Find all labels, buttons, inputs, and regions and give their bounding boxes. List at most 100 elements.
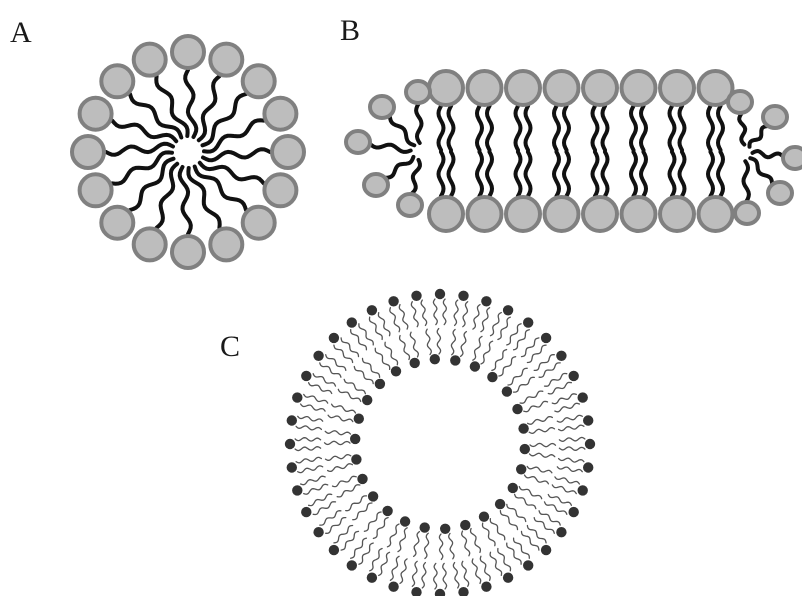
lipid-tail xyxy=(555,403,580,412)
lipid-head xyxy=(354,414,364,424)
lipid-head xyxy=(487,372,497,382)
lipid-head xyxy=(210,44,242,76)
lipid-tail xyxy=(680,152,685,196)
lipid-head xyxy=(375,379,385,389)
lipid-tail xyxy=(298,416,323,421)
lipid-tail xyxy=(412,160,420,193)
lipid-head xyxy=(406,81,430,103)
lipid-head xyxy=(357,474,367,484)
lipid-tail xyxy=(351,330,367,350)
lipid-head xyxy=(329,333,339,343)
lipid-tail xyxy=(451,330,455,355)
lipid-tail xyxy=(304,484,328,494)
lipid-tail xyxy=(157,164,178,228)
lipid-tail xyxy=(295,447,321,451)
lipid-tail xyxy=(670,152,675,196)
lipid-head xyxy=(287,462,297,472)
lipid-tail xyxy=(520,391,543,403)
lipid-head xyxy=(569,371,579,381)
lipid-head xyxy=(583,415,593,425)
lipid-tail xyxy=(530,443,556,446)
lipid-tail xyxy=(526,106,531,150)
lipid-head xyxy=(367,573,377,583)
lipid-tail xyxy=(359,324,373,345)
lipid-head xyxy=(134,228,166,260)
lipid-tail xyxy=(449,533,454,558)
lipid-tail xyxy=(453,563,459,588)
lipid-tail xyxy=(750,126,768,147)
lipid-tail xyxy=(477,152,482,196)
lipid-tail xyxy=(443,299,446,325)
lipid-tail xyxy=(529,428,554,434)
lipid-tail xyxy=(326,518,346,534)
lipid-head xyxy=(292,485,302,495)
lipid-head xyxy=(440,524,450,534)
lipid-tail xyxy=(434,563,437,589)
lipid-tail xyxy=(631,152,636,196)
lipid-tail xyxy=(490,519,504,540)
lipid-head xyxy=(578,392,588,402)
lipid-head xyxy=(264,98,296,130)
lipid-tail xyxy=(326,455,351,461)
lipid-head xyxy=(101,65,133,97)
lipid-head xyxy=(430,354,440,364)
lipid-head xyxy=(622,197,656,231)
lipid-head xyxy=(768,182,792,204)
lipid-tail xyxy=(557,467,582,472)
lipid-head xyxy=(660,197,694,231)
lipid-tail xyxy=(526,152,531,196)
lipid-tail xyxy=(353,503,372,520)
lipid-tail xyxy=(325,431,350,435)
lipid-tail xyxy=(670,106,675,150)
lipid-head xyxy=(503,573,513,583)
lipid-tail xyxy=(296,426,321,430)
lipid-tail xyxy=(477,106,482,150)
lipid-head xyxy=(301,371,311,381)
lipid-tail xyxy=(370,144,411,152)
lipid-tail xyxy=(559,447,585,450)
lipid-head xyxy=(388,296,398,306)
lipid-tail xyxy=(481,308,490,332)
lipid-head xyxy=(420,522,430,532)
lipid-head xyxy=(301,507,311,517)
lipid-tail xyxy=(425,533,429,558)
lipid-tail xyxy=(326,355,346,371)
lipid-tail xyxy=(708,106,713,150)
lipid-head xyxy=(429,71,463,105)
lipid-head xyxy=(80,174,112,206)
lipid-head xyxy=(585,439,595,449)
lipid-head xyxy=(398,194,422,216)
lipid-tail xyxy=(718,106,723,150)
lipid-tail xyxy=(593,106,598,150)
lipid-tail xyxy=(555,477,580,484)
lipid-tail xyxy=(449,106,454,150)
lipid-head xyxy=(347,317,357,327)
lipid-tail xyxy=(449,152,454,196)
lipid-tail xyxy=(378,313,390,336)
lipid-tail xyxy=(443,563,447,589)
lipid-tail xyxy=(354,367,373,384)
lipid-tail xyxy=(386,157,414,178)
lipid-head xyxy=(512,404,522,414)
lipid-head xyxy=(172,236,204,268)
lipid-tail xyxy=(370,549,382,571)
lipid-head xyxy=(481,296,491,306)
lipid-head xyxy=(569,507,579,517)
lipid-tail xyxy=(519,487,541,499)
lipid-head xyxy=(272,136,304,168)
lipid-tail xyxy=(295,438,321,441)
lipid-head xyxy=(470,361,480,371)
lipid-tail xyxy=(328,464,353,472)
lipid-tail xyxy=(539,363,560,377)
lipid-head xyxy=(243,207,275,239)
lipid-tail xyxy=(554,152,559,196)
lipid-head xyxy=(429,197,463,231)
lipid-head xyxy=(481,582,491,592)
lipid-tail xyxy=(473,305,480,330)
lipid-head xyxy=(364,174,388,196)
lipid-tail xyxy=(603,152,608,196)
lipid-tail xyxy=(199,76,220,140)
lipid-head xyxy=(518,423,528,433)
lipid-tail xyxy=(507,324,521,345)
lipid-head xyxy=(728,91,752,113)
